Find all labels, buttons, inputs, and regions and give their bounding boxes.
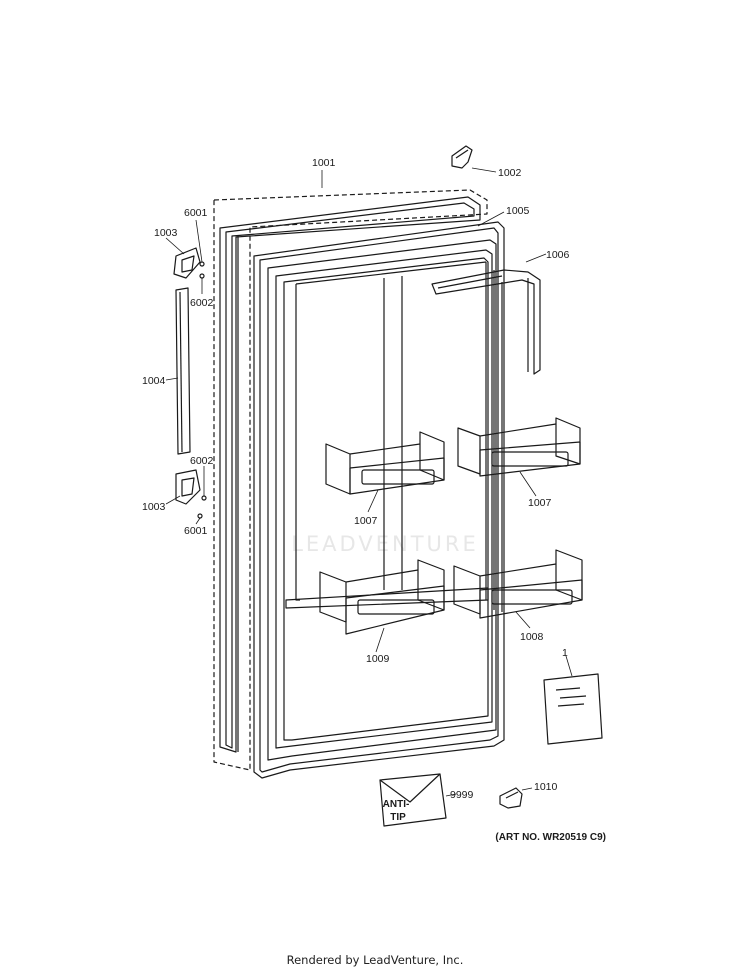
label-1: 1	[562, 647, 568, 659]
part-1007-bin-right	[457, 417, 581, 477]
label-6001-bottom: 6001	[184, 525, 208, 537]
label-1010: 1010	[534, 781, 558, 793]
part-1-manual	[543, 673, 603, 745]
footer: Rendered by LeadVenture, Inc.	[0, 953, 750, 967]
label-6002-bottom: 6002	[190, 455, 214, 467]
anti-tip-text-line1: ANTI-	[383, 799, 410, 810]
leader-lines	[165, 167, 573, 797]
screw-6002-top	[199, 261, 205, 267]
part-9999-anti-tip-envelope	[379, 773, 447, 827]
part-1008-bin	[453, 549, 583, 619]
label-1008: 1008	[520, 631, 544, 643]
label-1003-bottom: 1003	[142, 501, 166, 513]
footer-text: Rendered by LeadVenture, Inc.	[286, 953, 464, 967]
label-6001-top: 6001	[184, 207, 208, 219]
label-1002: 1002	[498, 167, 522, 179]
part-1007-bin-left	[325, 431, 445, 495]
label-6002-top: 6002	[190, 297, 214, 309]
label-1007-left: 1007	[354, 515, 378, 527]
anti-tip-text-line2: TIP	[390, 812, 406, 823]
part-1001-door-assembly-outline	[213, 189, 488, 771]
part-1004-trim-strip	[175, 287, 191, 455]
label-1003-top: 1003	[154, 227, 178, 239]
part-1002-bracket	[451, 145, 473, 169]
label-1007-right: 1007	[528, 497, 552, 509]
label-1006: 1006	[546, 249, 570, 261]
part-1006-gasket	[431, 269, 541, 375]
label-1004: 1004	[142, 375, 166, 387]
label-1005: 1005	[506, 205, 530, 217]
screw-6001-top	[199, 273, 205, 279]
label-9999: 9999	[450, 789, 474, 801]
part-1003-hinge-top	[173, 247, 201, 279]
screw-6002-bottom	[201, 495, 207, 501]
label-1001: 1001	[312, 157, 336, 169]
part-1010-bracket	[499, 787, 523, 809]
screw-6001-bottom	[197, 513, 203, 519]
inner-liner-panel	[285, 261, 503, 612]
art-number: (ART NO. WR20519 C9)	[495, 832, 606, 843]
part-1003-hinge-bottom	[175, 469, 201, 505]
door-outer-panel	[219, 196, 481, 753]
label-1009: 1009	[366, 653, 390, 665]
part-1005-door-liner	[253, 221, 505, 779]
part-1009-bin	[319, 559, 445, 635]
